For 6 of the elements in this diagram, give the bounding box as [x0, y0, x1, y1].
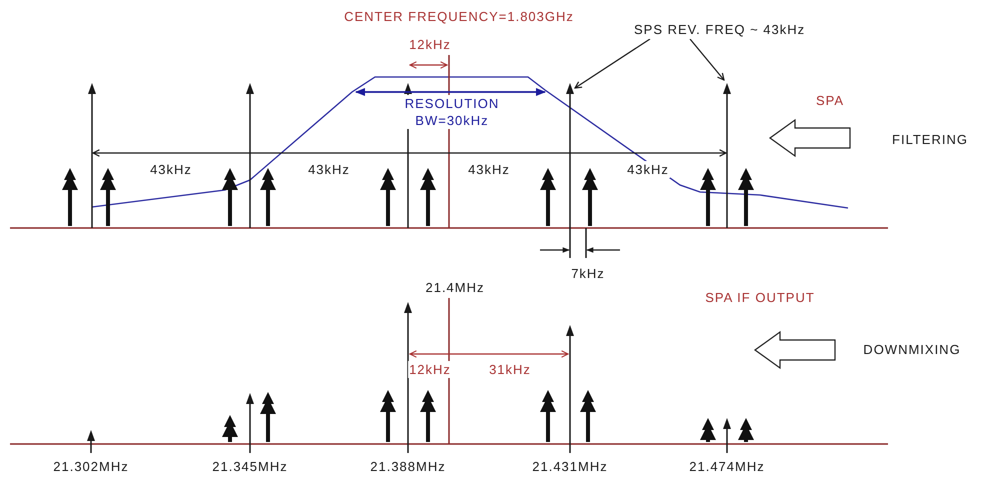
leader-arrow	[690, 38, 725, 81]
spectral-line	[723, 83, 731, 228]
frequency-label: 43kHz	[626, 161, 670, 178]
spectral-line	[566, 83, 574, 258]
frequency-label: 12kHz	[408, 361, 452, 378]
leader-arrow	[574, 38, 650, 89]
